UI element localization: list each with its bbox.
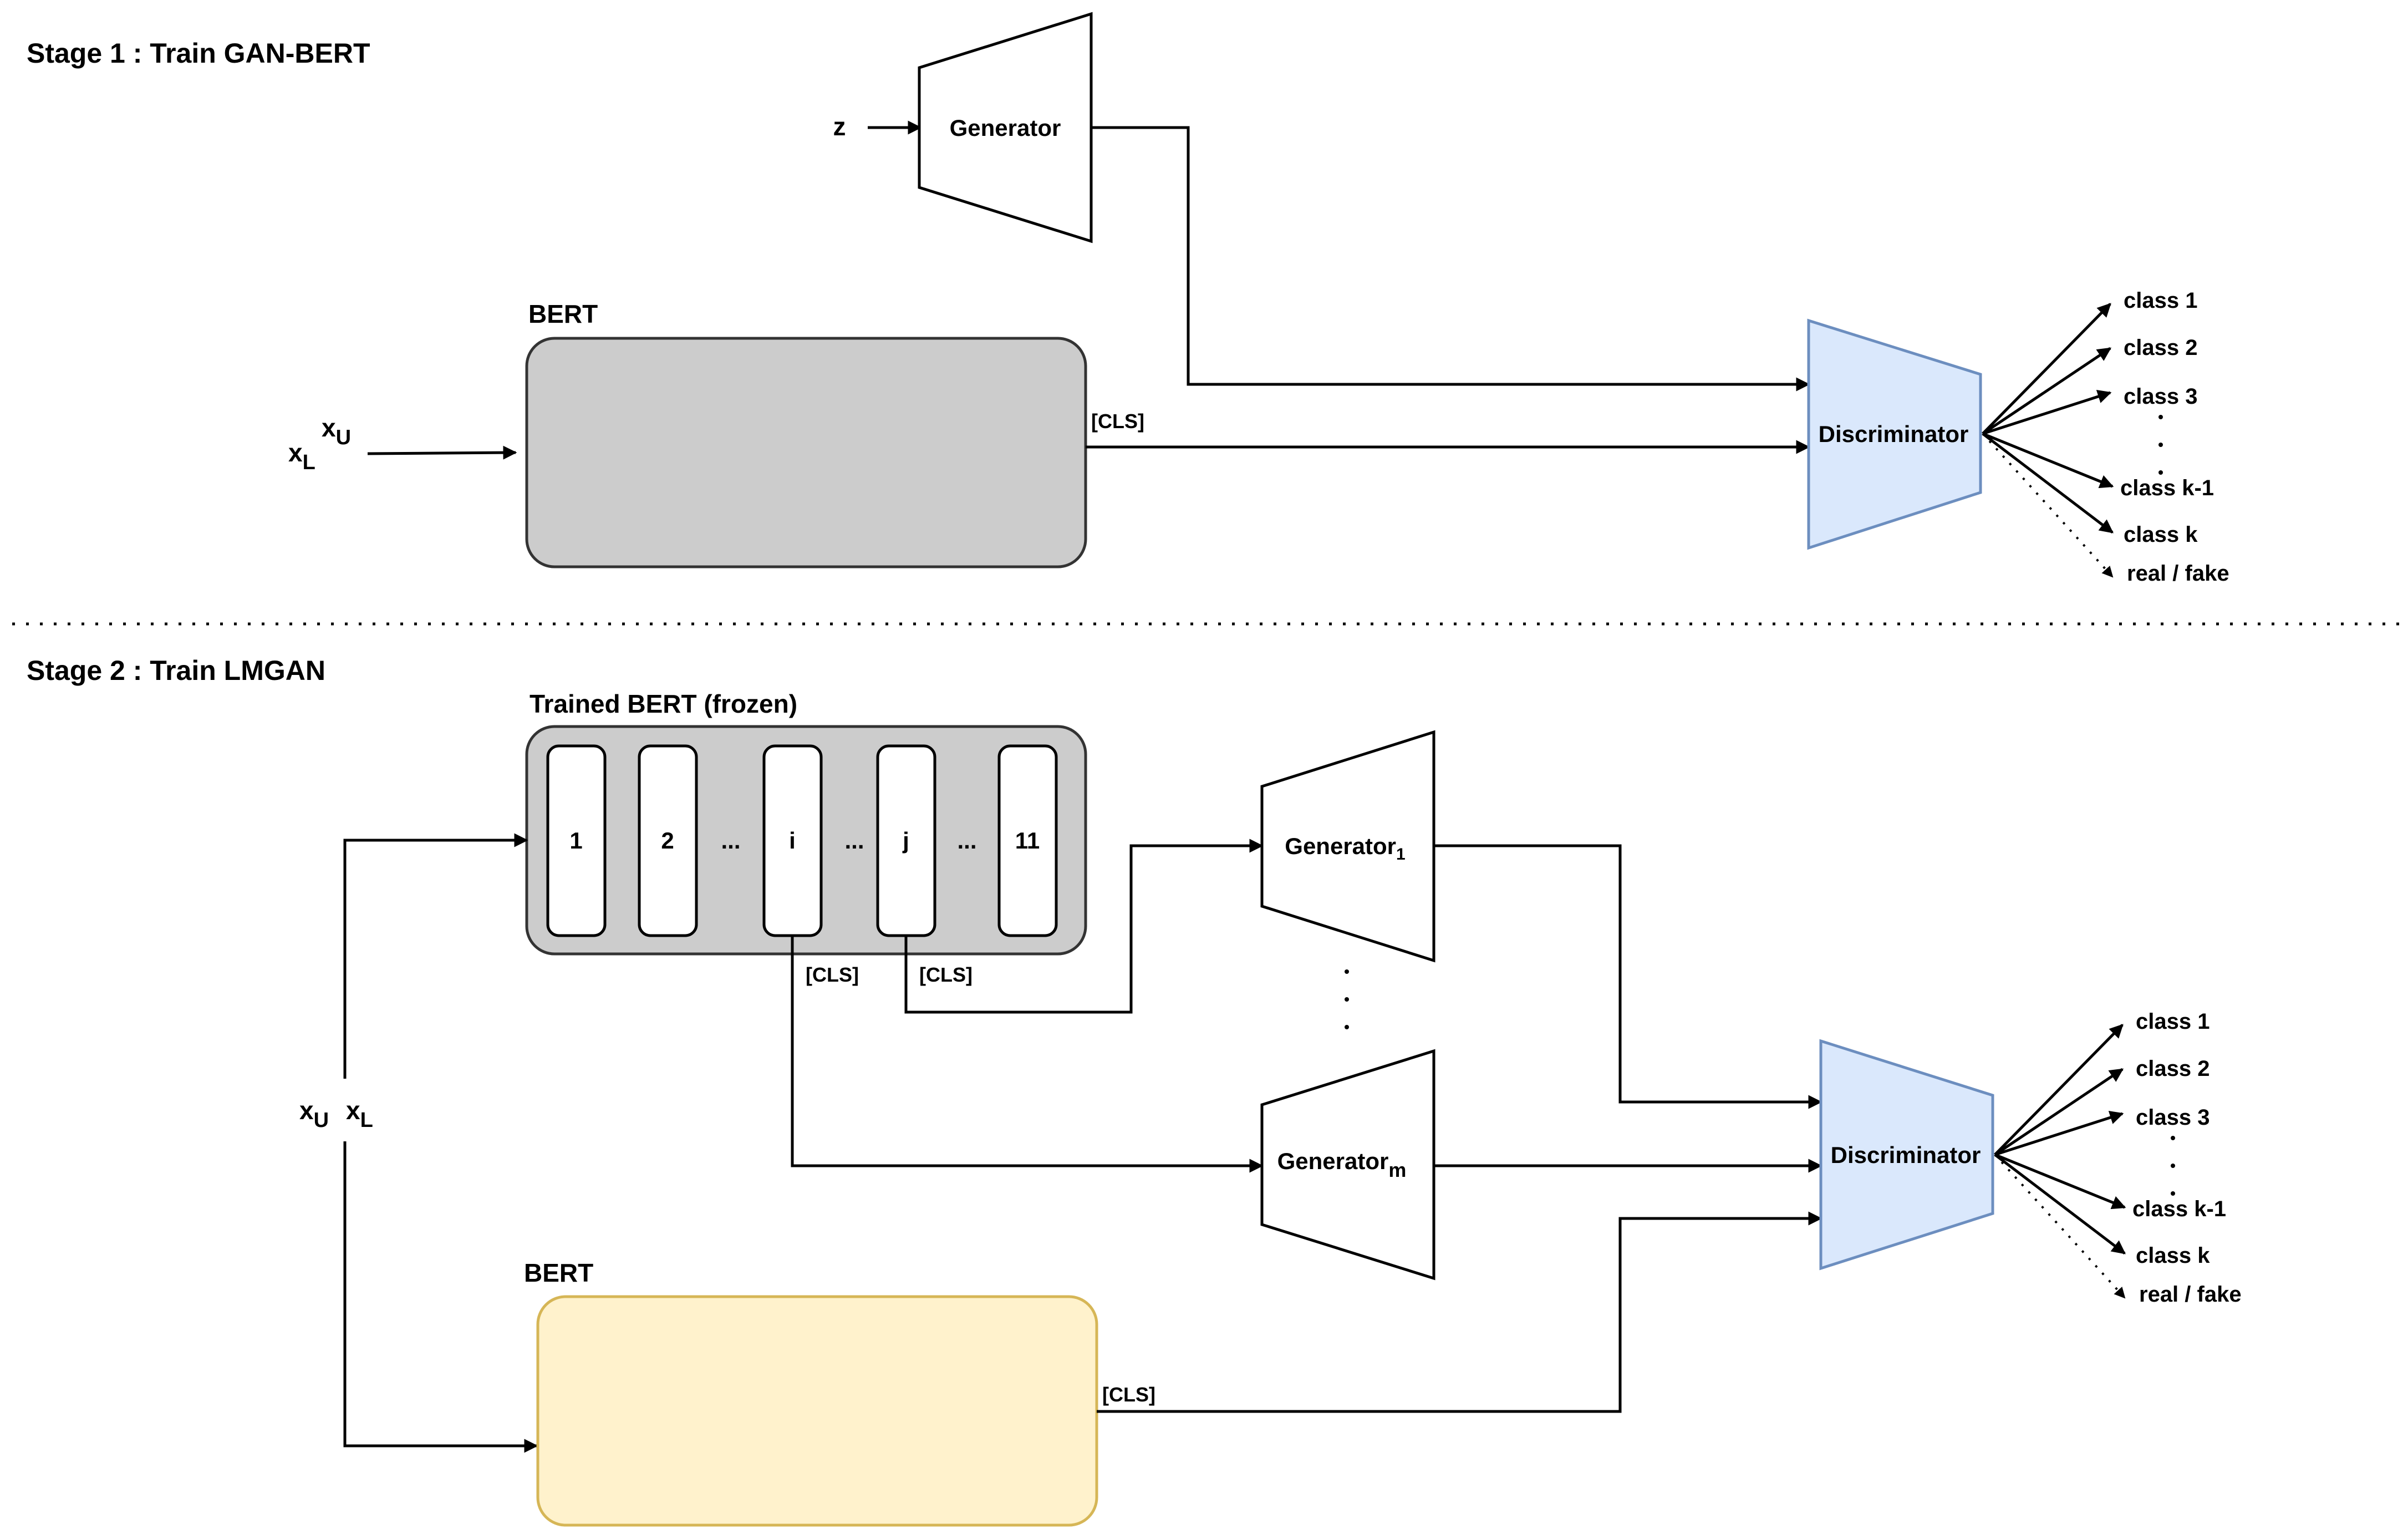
stage2-out-arrow-1 (1994, 1024, 2124, 1156)
stage2-output-class3: class 3 (2136, 1105, 2210, 1130)
stage2-input-xl: xL (346, 1096, 373, 1132)
stage2-output-class1: class 1 (2136, 1009, 2210, 1034)
stage1-cls-label: [CLS] (1091, 410, 1144, 433)
arrow-trainable-bert-to-discriminator (1097, 1211, 1822, 1413)
generators-ellipsis-dot (1345, 997, 1349, 1002)
stage1-bert-block (525, 337, 1087, 568)
stage1-generator-shape (918, 12, 1093, 243)
stage1-out-arrow-k (1982, 433, 2114, 534)
stage1-generator-label: Generator (950, 115, 1061, 141)
stage2-cls-label: [CLS] (1102, 1383, 1155, 1406)
stage2-out-arrow-2 (1994, 1068, 2124, 1156)
stage1-output-classk-1: class k-1 (2120, 476, 2214, 500)
stage1-ellipsis-dot (2158, 470, 2163, 475)
bert-layer-1-label: 1 (569, 827, 582, 854)
stage1-bert-label: BERT (528, 299, 598, 328)
arrow-layer-i-to-generator-m (791, 936, 1264, 1173)
bert-layer-j-label: j (902, 827, 909, 854)
stage2-discriminator-shape (1819, 1039, 1994, 1271)
cls-label-layer-i: [CLS] (806, 963, 859, 986)
generator-1-label: Generator1 (1285, 833, 1405, 864)
stage1-output-class2: class 2 (2124, 336, 2197, 360)
stage1-input-xl: xL (288, 438, 315, 474)
stage1-out-arrow-2 (1982, 347, 2112, 435)
generator-m-label: Generatorm (1277, 1148, 1407, 1181)
stage2-trainable-bert-block (536, 1295, 1098, 1527)
bert-layer-i-label: i (789, 827, 796, 854)
stage1-output-class1: class 1 (2124, 288, 2197, 313)
stage1-out-arrow-real-fake (1982, 433, 2114, 578)
stage2-out-arrow-3 (1994, 1110, 2124, 1156)
stage2-out-arrow-k-1 (1994, 1153, 2126, 1210)
stage2-frozen-bert-label: Trained BERT (frozen) (530, 689, 797, 718)
stage2-ellipsis-dot (2171, 1136, 2175, 1140)
bert-layer-ellipsis-3: ... (957, 827, 976, 854)
stage2-out-arrow-k (1994, 1154, 2126, 1254)
arrow-input-to-frozen-bert (343, 833, 528, 1079)
stage1-ellipsis-dot (2158, 415, 2163, 419)
stage2-discriminator-label: Discriminator (1831, 1142, 1981, 1168)
noise-input-z: z (833, 112, 846, 141)
stage1-out-arrow-3 (1982, 389, 2112, 435)
stage1-discriminator-shape (1807, 318, 1982, 550)
stage1-ellipsis-dot (2158, 443, 2163, 447)
stage1-output-classk: class k (2124, 522, 2198, 547)
generator-m-shape (1260, 1049, 1435, 1281)
arrow-input-to-trainable-bert (343, 1141, 538, 1453)
stage2-out-arrow-real-fake (1994, 1154, 2126, 1299)
arrow-input-to-bert (367, 445, 517, 460)
stage1-title: Stage 1 : Train GAN-BERT (27, 38, 370, 69)
generators-ellipsis-dot (1345, 1025, 1349, 1029)
stage2-ellipsis-dot (2171, 1164, 2175, 1168)
bert-layer-11-label: 11 (1015, 827, 1040, 854)
cls-label-layer-j: [CLS] (919, 963, 973, 986)
stage1-output-class3: class 3 (2124, 384, 2197, 409)
bert-layer-2-label: 2 (661, 827, 674, 854)
arrow-generator-to-discriminator (1091, 126, 1810, 392)
stage2-output-class2: class 2 (2136, 1057, 2210, 1081)
arrow-layer-j-to-generator-1 (904, 839, 1264, 1014)
stage2-title: Stage 2 : Train LMGAN (27, 655, 325, 686)
bert-layer-ellipsis-1: ... (721, 827, 740, 854)
stage1-input-xu: xU (322, 413, 351, 449)
arrow-generator-1-to-discriminator (1434, 844, 1822, 1109)
stage2-output-real-fake: real / fake (2139, 1282, 2242, 1307)
stage1-out-arrow-k-1 (1982, 432, 2114, 489)
bert-layer-2 (638, 744, 698, 937)
stage2-bert-label: BERT (524, 1258, 593, 1287)
generators-ellipsis-dot (1345, 969, 1349, 974)
generator-1-shape (1260, 730, 1435, 963)
stage2-output-classk-1: class k-1 (2132, 1197, 2226, 1221)
stage2-input-xu: xU (299, 1096, 329, 1132)
stage1-output-real-fake: real / fake (2127, 561, 2229, 586)
bert-layer-ellipsis-2: ... (844, 827, 864, 854)
bert-layer-11 (997, 744, 1058, 937)
bert-layer-1 (546, 744, 607, 937)
stage2-output-classk: class k (2136, 1243, 2210, 1268)
stage1-out-arrow-1 (1982, 303, 2111, 435)
stage1-discriminator-label: Discriminator (1819, 421, 1969, 447)
stage2-ellipsis-dot (2171, 1191, 2175, 1196)
